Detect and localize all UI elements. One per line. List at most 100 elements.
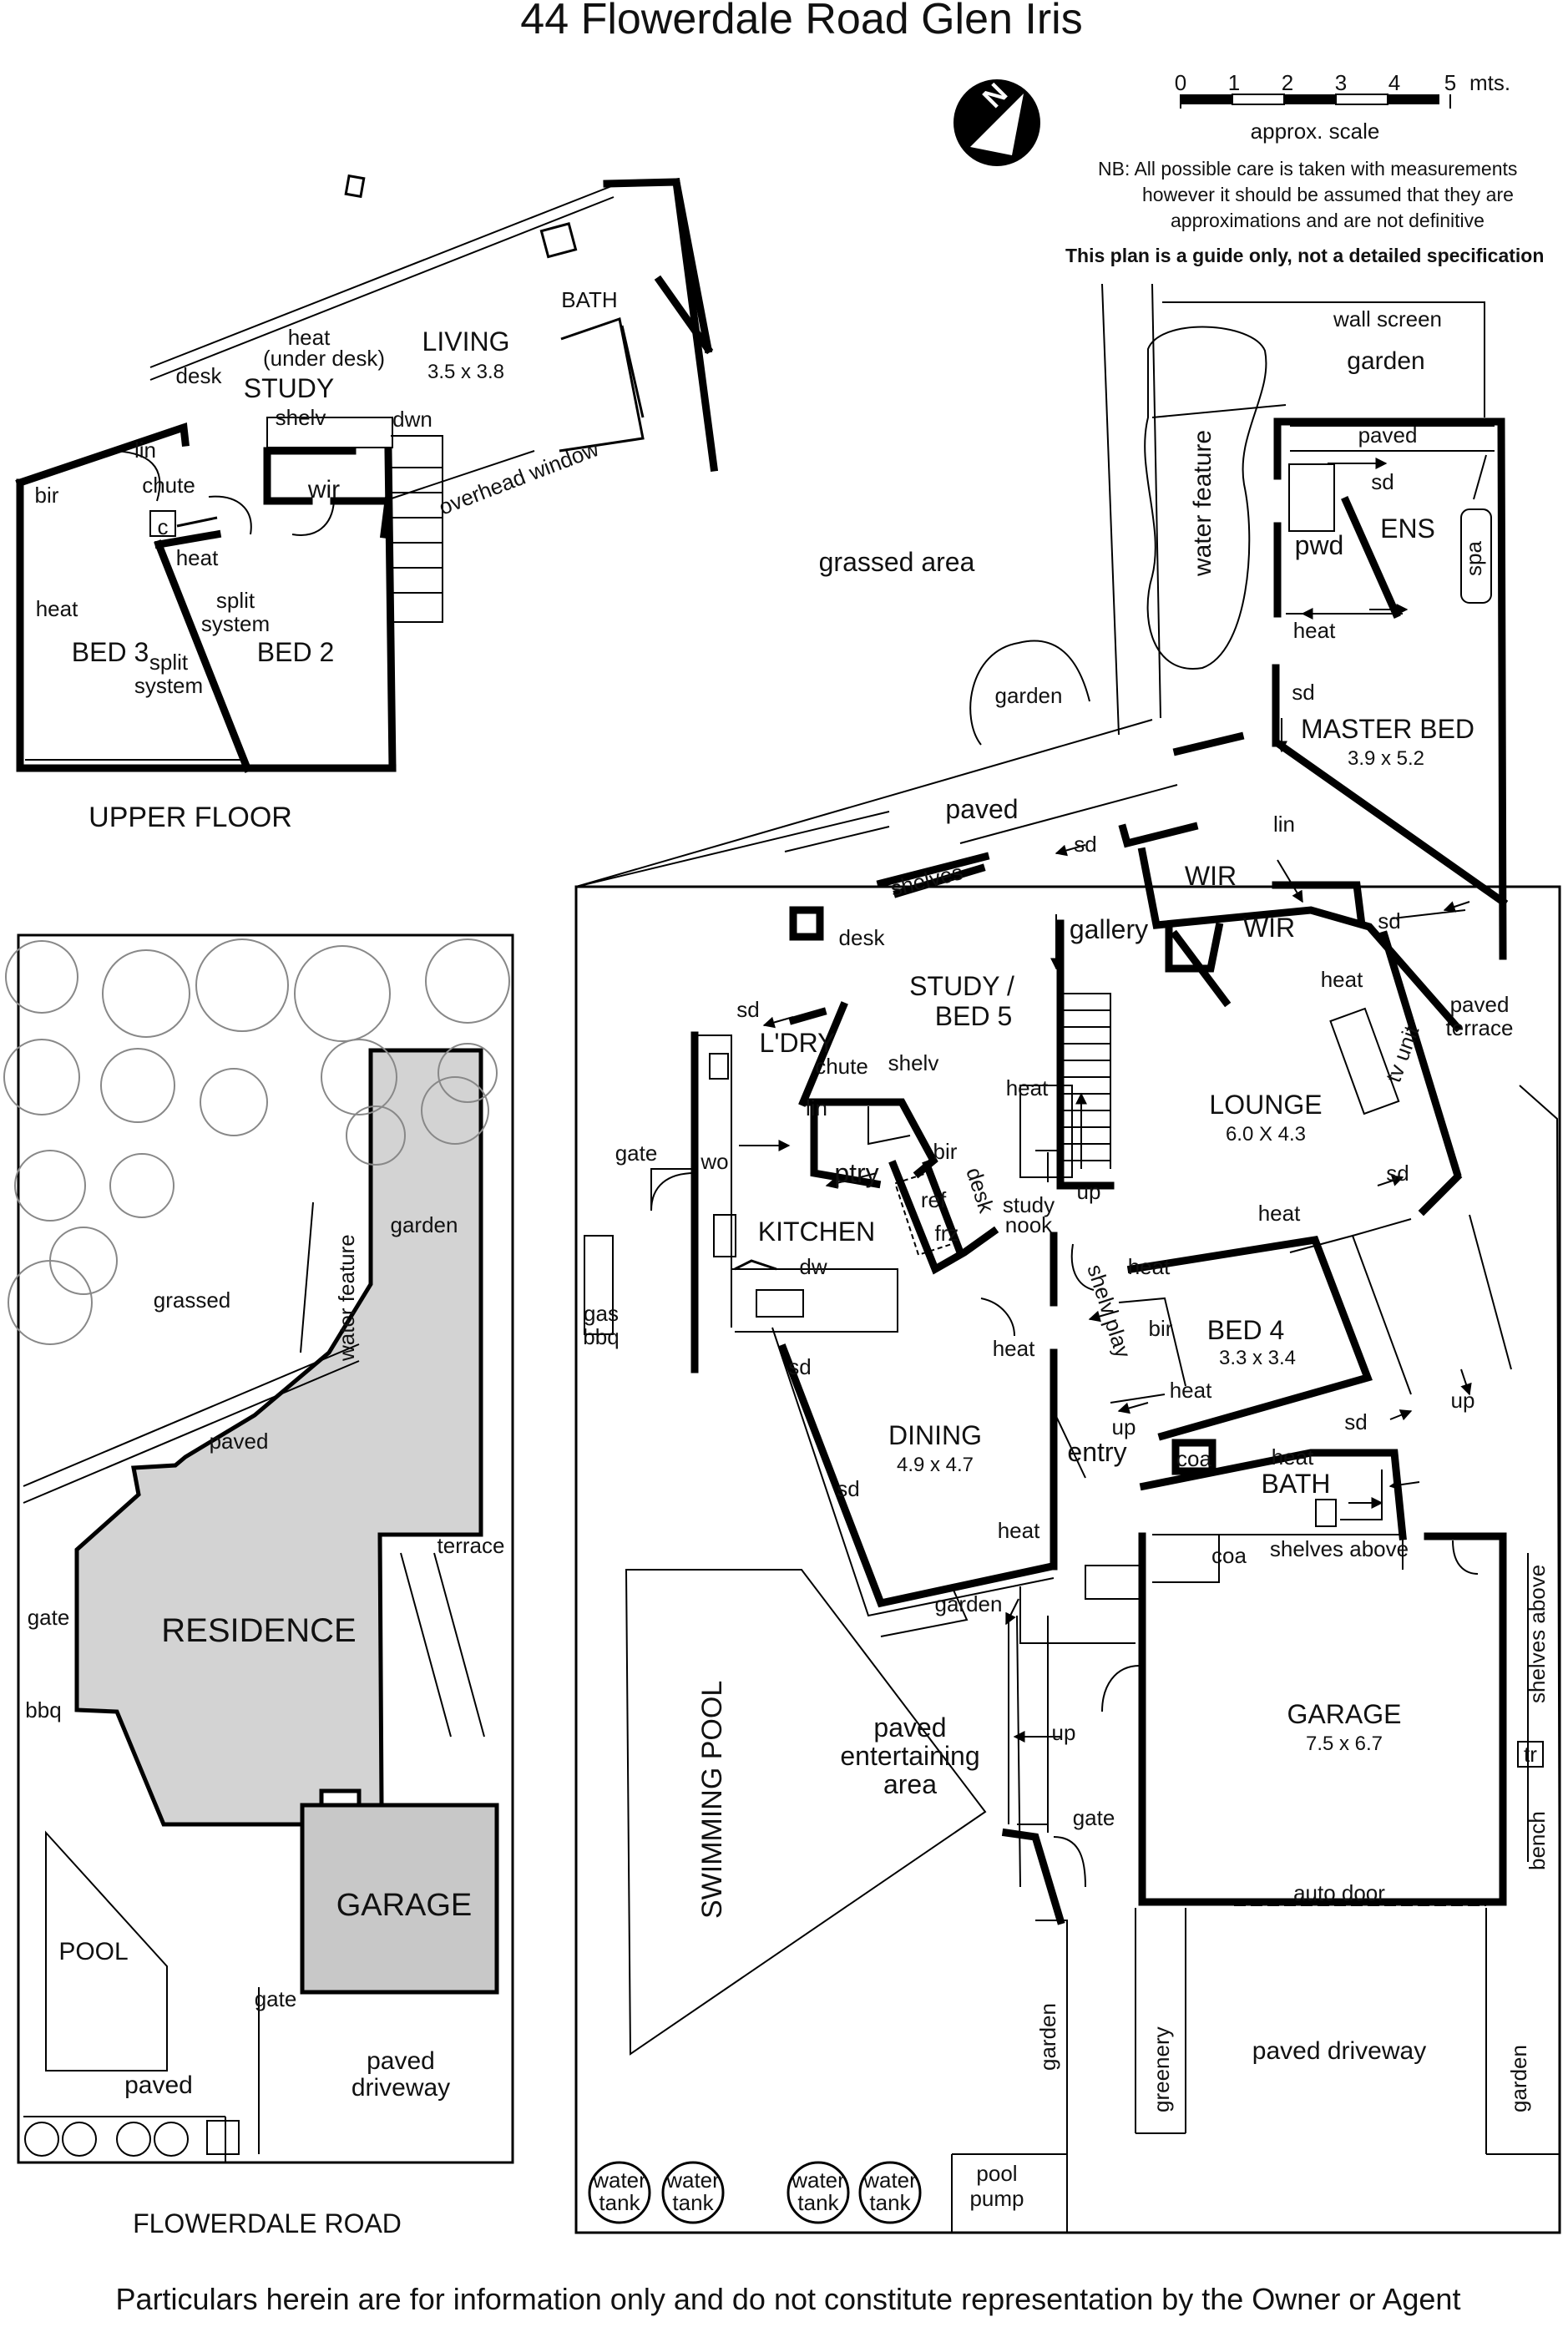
label-paved-driveway: paved driveway: [1252, 2037, 1426, 2065]
label-water-tank: water: [862, 2168, 917, 2193]
label-up: up: [1112, 1414, 1136, 1439]
label-shelves-above: shelves above: [1525, 1565, 1550, 1703]
water-tanks: [588, 2161, 922, 2224]
label-desk: desk: [961, 1165, 999, 1217]
scale-tick: 4: [1388, 70, 1400, 95]
label-up: up: [1052, 1720, 1076, 1745]
ground-floor-plan: [574, 283, 1561, 2234]
label-heat-upper: heat: [176, 545, 219, 570]
label-gate: gate: [1073, 1805, 1115, 1830]
room-label-dining: DINING: [888, 1420, 982, 1450]
north-arrow-icon: N: [953, 77, 1040, 166]
room-label-bed3: BED 3: [72, 637, 149, 667]
scale-tick: 0: [1175, 70, 1186, 95]
label-bir-upper: bir: [35, 483, 59, 508]
label-frz: frz: [935, 1221, 959, 1246]
label-gas-bbq: bbq: [583, 1324, 619, 1349]
label-lin-upper: lin: [134, 438, 156, 463]
label-heat-upper: heat: [36, 596, 78, 621]
label-sd: sd: [1386, 1161, 1409, 1186]
label-garden: garden: [995, 683, 1063, 708]
site-label-gate: gate: [28, 1605, 70, 1630]
label-chute-upper: chute: [142, 473, 195, 498]
label-water-tank: tank: [797, 2190, 839, 2215]
label-heat: heat: [1258, 1201, 1301, 1226]
room-dim-dining: 4.9 x 4.7: [897, 1454, 974, 1476]
label-paved-entertaining: entertaining: [840, 1741, 979, 1771]
label-sd: sd: [1344, 1409, 1367, 1434]
label-sd: sd: [1371, 469, 1393, 494]
label-desk-upper: desk: [176, 363, 223, 388]
footer-disclaimer: Particulars herein are for information o…: [116, 2282, 1461, 2316]
label-ref: ref: [921, 1187, 947, 1212]
disclaimer-line: however it should be assumed that they a…: [1142, 184, 1514, 205]
label-paved-entertaining: paved: [873, 1712, 946, 1743]
room-dim-garage: 7.5 x 6.7: [1306, 1733, 1383, 1755]
label-sd: sd: [837, 1476, 859, 1501]
room-dim-master-bed: 3.9 x 5.2: [1348, 747, 1424, 770]
label-garden: garden: [1035, 2003, 1060, 2071]
room-label-entry: entry: [1067, 1437, 1126, 1467]
label-heat: heat: [1170, 1378, 1212, 1403]
label-water-tank: tank: [672, 2190, 714, 2215]
room-dim-bed4: 3.3 x 3.4: [1219, 1347, 1296, 1369]
label-paved-terrace: terrace: [1446, 1015, 1514, 1040]
site-plan: [17, 933, 514, 2164]
label-heat: heat: [1321, 967, 1363, 992]
label-gallery: gallery: [1070, 914, 1148, 944]
label-heat: heat: [998, 1518, 1040, 1543]
room-dim-lounge: 6.0 X 4.3: [1226, 1123, 1306, 1146]
label-tr: tr: [1524, 1742, 1537, 1767]
label-sd: sd: [788, 1354, 811, 1379]
room-label-wir: WIR: [1243, 913, 1295, 943]
label-greenery: greenery: [1149, 2026, 1174, 2112]
label-wall-screen: wall screen: [1333, 306, 1442, 331]
label-overhead-window: overhead window: [435, 436, 602, 520]
room-label-bed2: BED 2: [257, 637, 334, 667]
label-heat: heat: [1293, 618, 1336, 643]
label-garden: garden: [1347, 347, 1424, 375]
room-label-garage: GARAGE: [1287, 1699, 1402, 1729]
label-c: c: [158, 514, 169, 539]
label-dwn: dwn: [392, 407, 432, 432]
label-paved: paved: [1358, 422, 1418, 448]
scale-unit: mts.: [1469, 70, 1510, 95]
label-water-tank: water: [665, 2168, 720, 2193]
ground-floor-arrows: [739, 458, 1472, 1743]
site-label-water-feature: water feature: [334, 1234, 359, 1362]
label-up: up: [1077, 1179, 1101, 1204]
room-label-bath: BATH: [1262, 1469, 1331, 1499]
label-spa: spa: [1461, 541, 1486, 576]
label-water-tank: water: [592, 2168, 646, 2193]
label-water-tank: water: [791, 2168, 845, 2193]
room-label-wir: WIR: [1185, 861, 1237, 891]
room-label-lounge: LOUNGE: [1209, 1090, 1322, 1120]
label-study-nook: study: [1003, 1192, 1055, 1217]
site-label-driveway: paved: [367, 2047, 435, 2075]
disclaimer-line: NB: All possible care is taken with meas…: [1098, 158, 1517, 180]
label-wir-upper: wir: [307, 476, 340, 503]
disclaimer-line: approximations and are not definitive: [1171, 210, 1485, 231]
label-heat: heat: [1272, 1444, 1314, 1470]
label-split-system: system: [201, 611, 270, 636]
scale-tick: 5: [1444, 70, 1456, 95]
scale-tick: 2: [1282, 70, 1293, 95]
label-study-nook: nook: [1005, 1212, 1053, 1237]
label-gate: gate: [615, 1141, 658, 1166]
site-label-paved: paved: [124, 2071, 193, 2099]
room-label-study-bed5: BED 5: [935, 1001, 1012, 1031]
label-coa: coa: [1211, 1543, 1247, 1568]
room-label-study-bed5: STUDY /: [909, 971, 1014, 1001]
site-label-driveway: driveway: [352, 2074, 450, 2102]
room-label-ens: ENS: [1380, 513, 1435, 544]
label-water-tank: tank: [599, 2190, 640, 2215]
room-dim-living: 3.5 x 3.8: [427, 361, 504, 383]
label-pool-pump: pool: [976, 2161, 1017, 2186]
scale-tick: 3: [1335, 70, 1347, 95]
room-label-pwd: pwd: [1295, 530, 1344, 560]
street-name: FLOWERDALE ROAD: [133, 2208, 402, 2238]
room-label-master-bed: MASTER BED: [1301, 714, 1474, 744]
label-heat: heat: [1006, 1075, 1049, 1100]
label-paved: paved: [945, 794, 1018, 824]
